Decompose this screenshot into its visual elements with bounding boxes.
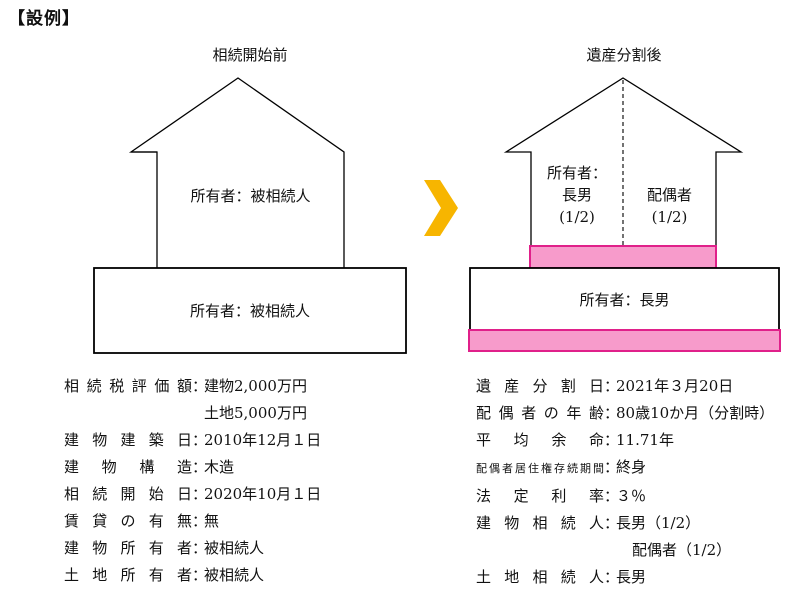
left-info-value: 被相続人: [204, 539, 265, 557]
left-info-value: 無: [204, 512, 220, 530]
after-left-owner-line2: 長男: [561, 186, 592, 204]
left-info-value: 2020年10月１日: [204, 485, 322, 503]
right-info-row: 遺産分割日：2021年３月20日: [476, 377, 734, 395]
after-right-owner: 配偶者 (1/2): [623, 184, 716, 228]
left-info-key: 建物建築日: [64, 431, 192, 449]
right-info-row: 平均余命：11.71年: [476, 431, 674, 449]
left-info-row: 土地所有者：被相続人: [64, 566, 265, 584]
land-ownership-band: [468, 329, 781, 352]
left-info-row: 土地5,000万円: [64, 396, 321, 423]
left-info-key: 建物所有者: [64, 539, 192, 557]
left-info-key: 相続開始日: [64, 485, 192, 503]
right-info-value: 長男: [616, 568, 647, 586]
left-info-key: 賃貸の有無: [64, 512, 192, 530]
left-info-value: 土地5,000万円: [204, 404, 307, 422]
left-info-row: 賃貸の有無：無: [64, 512, 220, 530]
left-info-row: 相続税評価額：建物2,000万円: [64, 377, 307, 395]
right-info-value: 2021年３月20日: [616, 377, 734, 395]
right-info-row: 土地相続人：長男: [476, 568, 647, 586]
land-before-box: [93, 267, 407, 354]
left-info-value: 建物2,000万円: [204, 377, 307, 395]
right-info-value: 80歳10か月（分割時）: [616, 404, 775, 422]
left-info-row: 建物構造：木造: [64, 458, 235, 476]
before-land-owner: 所有者：被相続人: [189, 302, 310, 320]
after-right-owner-share: (1/2): [651, 208, 688, 226]
after-left-owner: 所有者： 長男 (1/2): [531, 162, 623, 228]
left-info-key: 土地所有者: [64, 566, 192, 584]
right-info-key: 配偶者の年齢: [476, 404, 604, 422]
left-info-key: 建物構造: [64, 458, 192, 476]
after-right-owner-line1: 配偶者: [646, 186, 692, 204]
right-info-key: 遺産分割日: [476, 377, 604, 395]
right-info-value: 配偶者（1/2）: [632, 541, 732, 559]
right-info-key: 建物相続人: [476, 514, 604, 532]
house-before-outline: [128, 77, 345, 271]
right-info-key: 平均余命: [476, 431, 604, 449]
after-caption: 遺産分割後: [586, 46, 662, 64]
right-info-row: 建物相続人：長男（1/2）: [476, 514, 701, 532]
before-caption: 相続開始前: [212, 46, 288, 64]
left-info-list: 相続税評価額：建物2,000万円 土地5,000万円 建物建築日：2010年12…: [64, 376, 321, 585]
right-info-row: 配偶者居住権存続期間：終身: [476, 450, 774, 479]
after-left-owner-line1: 所有者：: [546, 164, 607, 182]
left-info-row: 相続開始日：2020年10月１日: [64, 485, 322, 503]
example-heading: 【設例】: [8, 9, 80, 29]
building-ownership-band: [529, 245, 717, 269]
left-info-value: 2010年12月１日: [204, 431, 322, 449]
transition-arrow: [424, 180, 458, 236]
right-info-value: ３％: [616, 487, 647, 505]
left-info-value: 木造: [204, 458, 235, 476]
right-info-value: 終身: [616, 458, 647, 476]
right-info-value: 長男（1/2）: [616, 514, 701, 532]
right-info-list: 遺産分割日：2021年３月20日 配偶者の年齢：80歳10か月（分割時） 平均余…: [476, 376, 774, 587]
after-land-owner: 所有者：長男: [579, 291, 670, 309]
before-building-owner: 所有者：被相続人: [190, 187, 311, 205]
right-info-key: 法定利率: [476, 487, 604, 505]
right-info-key: 配偶者居住権存続期間: [476, 462, 604, 475]
house-after-outline: [503, 77, 744, 248]
left-info-row: 建物建築日：2010年12月１日: [64, 431, 322, 449]
right-info-row: 法定利率：３％: [476, 487, 647, 505]
right-info-row: 配偶者の年齢：80歳10か月（分割時）: [476, 404, 775, 422]
left-info-row: 建物所有者：被相続人: [64, 539, 265, 557]
after-left-owner-share: (1/2): [559, 208, 595, 226]
right-info-row: 配偶者（1/2）: [476, 533, 774, 560]
left-info-value: 被相続人: [204, 566, 265, 584]
right-info-key: 土地相続人: [476, 568, 604, 586]
left-info-key: 相続税評価額: [64, 377, 192, 395]
right-info-value: 11.71年: [616, 431, 674, 449]
